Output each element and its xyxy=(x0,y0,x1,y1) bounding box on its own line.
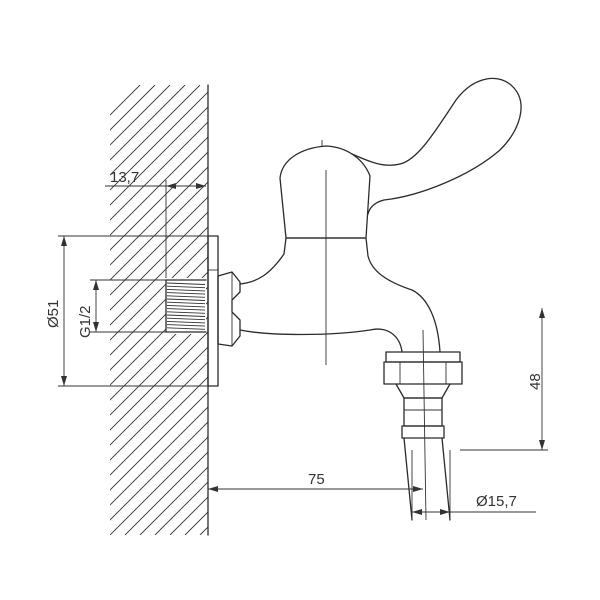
hatch-line xyxy=(245,85,600,535)
dimension-flange-diameter: Ø51 xyxy=(45,235,208,387)
hatch-line xyxy=(275,85,600,535)
dimension-outlet-diameter: Ø15,7 xyxy=(411,450,536,518)
hatch-line xyxy=(365,85,600,535)
threaded-pipe xyxy=(165,278,207,334)
hatch-line xyxy=(169,496,208,535)
thread-mark xyxy=(166,295,206,298)
thread-mark xyxy=(166,301,206,305)
hatch-line xyxy=(110,136,208,236)
hatch-line xyxy=(184,511,208,535)
hose-connector xyxy=(383,329,463,521)
thread-mark xyxy=(166,304,206,308)
hatch-line xyxy=(110,106,208,206)
hatch-line xyxy=(110,121,208,221)
dimension-wall-depth: 13,7 xyxy=(105,169,206,278)
hatch-line xyxy=(110,331,208,431)
flange-diameter-label: Ø51 xyxy=(45,300,62,328)
hatch-line xyxy=(110,256,208,356)
hatch-line xyxy=(110,85,201,176)
spout-height-label: 48 xyxy=(527,373,544,390)
dimension-spout-height: 48 xyxy=(460,308,548,451)
hatch-line xyxy=(110,436,208,535)
hatch-line xyxy=(154,481,208,535)
hatch-line xyxy=(230,85,600,535)
hatch-line xyxy=(350,85,600,535)
hatch-line xyxy=(110,166,208,266)
hatch-line xyxy=(110,316,208,416)
lever-handle xyxy=(351,77,522,215)
thread-mark xyxy=(166,320,206,324)
thread-label: G1/2 xyxy=(77,305,94,338)
hatch-line xyxy=(110,391,208,491)
projection-label: 75 xyxy=(308,471,325,488)
wall-depth-label: 13,7 xyxy=(110,169,139,186)
thread-mark xyxy=(166,308,206,311)
thread-mark xyxy=(166,317,206,321)
hatch-line xyxy=(110,91,208,191)
thread-mark xyxy=(166,298,206,301)
hatch-line xyxy=(110,406,208,506)
thread-marks xyxy=(166,282,206,330)
hatch-line xyxy=(320,85,600,535)
dimension-projection: 75 xyxy=(208,471,423,492)
hatch-line xyxy=(110,151,208,251)
hatch-line xyxy=(124,451,208,535)
thread-mark xyxy=(166,311,206,314)
thread-mark xyxy=(166,327,206,330)
dimension-thread: G1/2 xyxy=(77,279,166,338)
hatch-line xyxy=(335,85,600,535)
hatch-line xyxy=(110,376,208,476)
thread-mark xyxy=(166,285,206,289)
thread-mark xyxy=(166,314,206,317)
faucet-body xyxy=(239,170,441,365)
hatch-line xyxy=(110,241,208,341)
thread-mark xyxy=(166,292,206,295)
hatch-line xyxy=(110,421,208,521)
outlet-diameter-label: Ø15,7 xyxy=(476,493,517,510)
hatch-line xyxy=(110,226,208,326)
thread-mark xyxy=(166,288,206,292)
hatch-line xyxy=(110,85,141,116)
thread-mark xyxy=(166,324,206,327)
hatch-line xyxy=(199,526,208,535)
thread-mark xyxy=(166,282,206,285)
wall-flange xyxy=(207,235,219,387)
valve-bonnet xyxy=(279,140,371,239)
hex-nut xyxy=(217,271,241,347)
